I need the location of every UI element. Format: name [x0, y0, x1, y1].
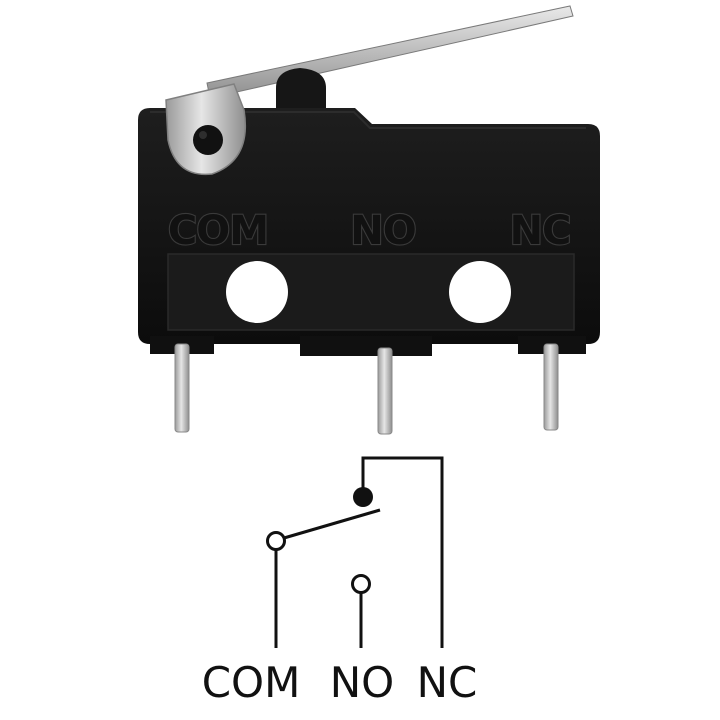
pin-no — [377, 347, 393, 435]
body-label-no: NO — [350, 208, 415, 254]
switch-blade — [283, 508, 381, 540]
contact-com — [266, 531, 286, 551]
mounting-hole-right — [449, 261, 511, 323]
lever-arm — [206, 5, 574, 99]
body-label-com: COM — [168, 208, 268, 254]
wire-nc — [361, 456, 444, 648]
schematic-label-nc: NC — [417, 658, 478, 707]
switch-schematic — [274, 456, 444, 648]
pin-com — [174, 343, 190, 433]
plunger — [276, 68, 326, 118]
body-label-nc: NC — [510, 208, 571, 254]
schematic-label-no: NO — [330, 658, 394, 707]
pivot-rivet — [193, 125, 223, 155]
mounting-hole-left — [226, 261, 288, 323]
contact-nc — [353, 487, 373, 507]
pin-nc — [543, 343, 559, 431]
contact-no — [351, 574, 371, 594]
schematic-label-com: COM — [202, 658, 301, 707]
